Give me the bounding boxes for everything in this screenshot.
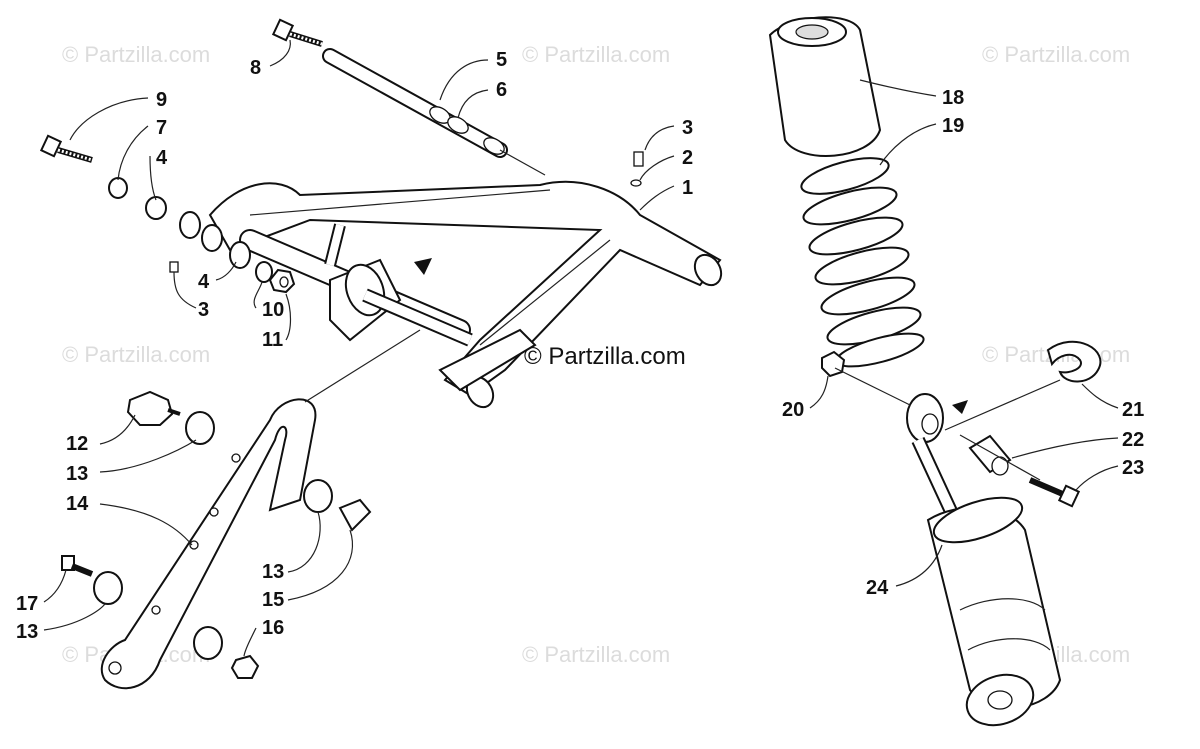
grease-fitting xyxy=(630,151,644,187)
washer-13 xyxy=(303,479,333,513)
callout-11: 11 xyxy=(262,329,283,351)
bolt-9 xyxy=(39,134,93,163)
spring-19 xyxy=(800,157,925,368)
callout-23: 23 xyxy=(1122,457,1144,479)
callout-4: 4 xyxy=(156,147,168,169)
watermark: © Partzilla.com xyxy=(522,42,670,67)
partzilla-brand-text: © Partzilla.com xyxy=(524,343,686,370)
arrow-marker xyxy=(414,258,432,275)
callout-21: 21 xyxy=(1122,399,1144,421)
callout-6: 6 xyxy=(496,79,507,101)
bolt-8 xyxy=(271,18,323,47)
bolt-23 xyxy=(1028,477,1081,508)
callout-5: 5 xyxy=(496,49,507,71)
shock-assembly xyxy=(768,16,1102,727)
bushings-left xyxy=(108,177,296,294)
callout-13: 13 xyxy=(66,463,88,485)
callout-9: 9 xyxy=(156,89,167,111)
callout-7: 7 xyxy=(156,117,167,139)
spacer-22 xyxy=(968,434,1012,476)
wing-nut-15 xyxy=(338,498,372,532)
callout-8: 8 xyxy=(250,57,261,79)
callout-13: 13 xyxy=(262,561,284,583)
callout-10: 10 xyxy=(262,299,284,321)
callout-16: 16 xyxy=(262,617,284,639)
callout-labels: 1 2 3 3 4 4 5 6 7 8 9 10 11 12 13 13 13 … xyxy=(16,49,1144,643)
washer-13 xyxy=(193,626,223,660)
callout-15: 15 xyxy=(262,589,284,611)
limiter-strap-assembly xyxy=(61,390,372,690)
callout-4: 4 xyxy=(198,271,210,293)
callout-2: 2 xyxy=(682,147,693,169)
watermark: © Partzilla.com xyxy=(62,342,210,367)
callout-3: 3 xyxy=(682,117,693,139)
washer-13 xyxy=(185,411,215,445)
leader-lines xyxy=(43,39,1119,657)
clip-21 xyxy=(1046,340,1102,383)
callout-22: 22 xyxy=(1122,429,1144,451)
callout-1: 1 xyxy=(682,177,693,199)
callout-24: 24 xyxy=(866,577,889,599)
nut-16 xyxy=(230,654,260,679)
boot-18 xyxy=(768,16,882,157)
callout-19: 19 xyxy=(942,115,964,137)
pivot-tube xyxy=(322,48,508,158)
washer-13 xyxy=(93,571,123,605)
callout-20: 20 xyxy=(782,399,804,421)
arrow-marker xyxy=(952,400,968,414)
callout-3: 3 xyxy=(198,299,209,321)
callout-18: 18 xyxy=(942,87,964,109)
shock-24 xyxy=(906,393,1062,727)
callout-17: 17 xyxy=(16,593,38,615)
watermark: © Partzilla.com xyxy=(62,42,210,67)
watermark: © Partzilla.com xyxy=(522,642,670,667)
watermark: © Partzilla.com xyxy=(982,42,1130,67)
callout-12: 12 xyxy=(66,433,88,455)
bolt-17 xyxy=(61,555,94,577)
swing-arm-assembly xyxy=(39,18,723,409)
knob-12 xyxy=(126,390,181,426)
callout-13: 13 xyxy=(16,621,38,643)
a-frame xyxy=(208,180,723,409)
callout-14: 14 xyxy=(66,493,89,515)
